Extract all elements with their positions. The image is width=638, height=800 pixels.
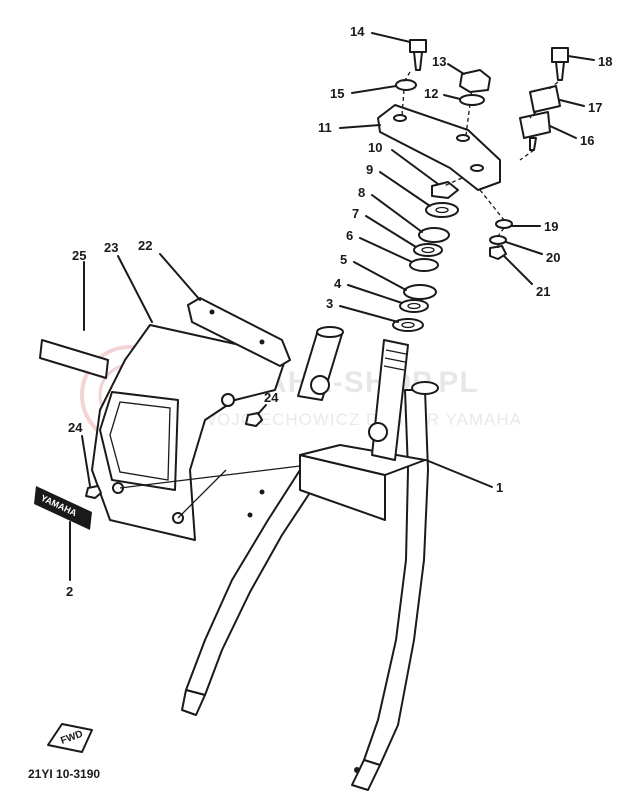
callout-label-6: 6: [346, 228, 353, 243]
callout-label-12: 12: [424, 86, 438, 101]
callout-label-2: 2: [66, 584, 73, 599]
callout-label-11: 11: [318, 120, 332, 135]
callout-label-13: 13: [432, 54, 446, 69]
callout-label-4: 4: [334, 276, 342, 291]
callout-label-3: 3: [326, 296, 333, 311]
callout-label-21: 21: [536, 284, 550, 299]
callout-label-20: 20: [546, 250, 560, 265]
steering-stack: [392, 181, 459, 332]
bolt-14: [409, 39, 427, 71]
headlight-bracket: [187, 297, 291, 367]
washer-12: [459, 94, 485, 106]
assembly-lines: [119, 71, 559, 519]
yamaha-emblem-lower: YAMAHA: [34, 486, 92, 530]
bolt-18: [551, 47, 569, 81]
nut-24-right: [245, 412, 263, 427]
callout-label-24-left: 24: [68, 420, 83, 435]
callout-label-25: 25: [72, 248, 86, 263]
callout-label-24-right: 24: [264, 390, 279, 405]
callout-label-7: 7: [352, 206, 359, 221]
callout-label-23: 23: [104, 240, 118, 255]
callout-label-5: 5: [340, 252, 347, 267]
front-fork: [181, 326, 439, 791]
callout-label-16: 16: [580, 133, 594, 148]
headlight-cover: [91, 324, 286, 541]
washer-20: [489, 235, 507, 245]
callout-label-17: 17: [588, 100, 602, 115]
callout-label-8: 8: [358, 185, 365, 200]
drawing-code: 21YI 10-3190: [28, 767, 100, 781]
callout-label-18: 18: [598, 54, 612, 69]
watermark-line2: WOJCIECHOWICZ DEALER YAMAHA: [200, 410, 522, 429]
upper-bracket: [377, 104, 501, 191]
callout-label-22: 22: [138, 238, 152, 253]
handlebar-clamp-upper: [529, 85, 561, 113]
callouts: 1 2 3 4 5 6 7 8 9 10 11 12 13: [66, 24, 612, 599]
washer-19: [495, 219, 513, 229]
nut-21: [489, 245, 507, 260]
callout-label-14: 14: [350, 24, 365, 39]
callout-label-10: 10: [368, 140, 382, 155]
fwd-arrow: FWD: [47, 723, 93, 753]
nut-24-left: [85, 485, 102, 499]
callout-label-1: 1: [496, 480, 503, 495]
yamaha-emblem-upper: [39, 339, 109, 379]
callout-label-15: 15: [330, 86, 344, 101]
washer-15: [395, 79, 417, 91]
cap-nut-13: [459, 69, 491, 93]
callout-label-19: 19: [544, 219, 558, 234]
handlebar-clamp-lower: [519, 111, 551, 151]
callout-label-9: 9: [366, 162, 373, 177]
